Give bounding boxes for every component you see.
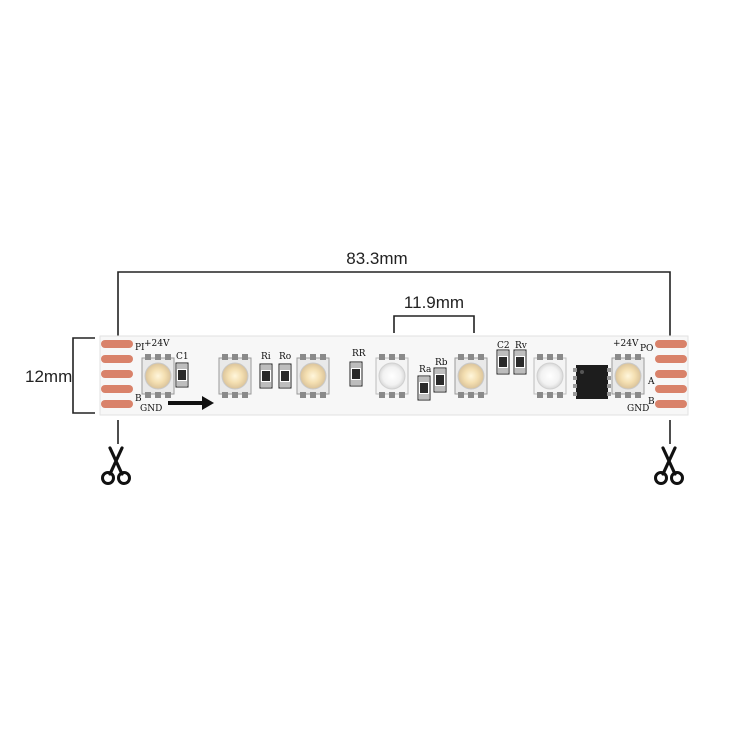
silk-right-p: PO bbox=[640, 344, 653, 354]
silk-c1: C1 bbox=[176, 352, 189, 362]
silk-ri: Ri bbox=[261, 352, 271, 362]
silk-rr: RR bbox=[352, 349, 366, 359]
capacitor-c1 bbox=[175, 362, 189, 388]
resistor-ra bbox=[417, 375, 431, 401]
silk-rb: Rb bbox=[435, 358, 448, 368]
silk-ro: Ro bbox=[279, 352, 291, 362]
scissors-icon bbox=[653, 446, 685, 486]
strip-width-bracket bbox=[72, 337, 95, 414]
total-length-dimension: 83.3mm bbox=[117, 249, 671, 337]
strip-width-dimension: 12mm bbox=[25, 337, 95, 414]
silk-right-b: B bbox=[648, 397, 655, 407]
capacitor-c2 bbox=[496, 349, 510, 375]
strip-width-label: 12mm bbox=[25, 367, 72, 386]
silk-rv: Rv bbox=[515, 341, 528, 351]
led-6 bbox=[533, 353, 567, 399]
led-pitch-dimension: 11.9mm bbox=[393, 293, 475, 333]
led-4 bbox=[375, 353, 409, 399]
silk-left-p: PI bbox=[135, 343, 145, 353]
total-length-label: 83.3mm bbox=[346, 249, 407, 268]
silk-right-v: +24V bbox=[613, 339, 639, 349]
driver-ic bbox=[573, 365, 611, 399]
led-5 bbox=[454, 353, 488, 399]
led-pitch-label: 11.9mm bbox=[404, 293, 464, 312]
resistor-rv bbox=[513, 349, 527, 375]
resistor-rr bbox=[349, 361, 363, 387]
silk-left-v: +24V bbox=[144, 339, 170, 349]
left-solder-pads bbox=[101, 340, 133, 408]
resistor-ro bbox=[278, 363, 292, 389]
resistor-rb bbox=[433, 367, 447, 393]
total-length-bracket bbox=[117, 271, 671, 337]
led-2 bbox=[218, 353, 252, 399]
silk-left-b: B bbox=[135, 394, 142, 404]
silk-right-gnd: GND bbox=[627, 404, 649, 414]
silk-ra: Ra bbox=[419, 365, 432, 375]
arrow-right-icon bbox=[168, 396, 214, 410]
resistor-ri bbox=[259, 363, 273, 389]
led-1 bbox=[141, 353, 175, 399]
led-7 bbox=[611, 353, 645, 399]
right-solder-pads bbox=[655, 340, 687, 408]
led-3 bbox=[296, 353, 330, 399]
silk-c2: C2 bbox=[497, 341, 510, 351]
silk-left-gnd: GND bbox=[140, 404, 162, 414]
led-pitch-bracket bbox=[393, 315, 475, 333]
silk-right-a: A bbox=[647, 377, 655, 387]
scissors-icon bbox=[100, 446, 132, 486]
